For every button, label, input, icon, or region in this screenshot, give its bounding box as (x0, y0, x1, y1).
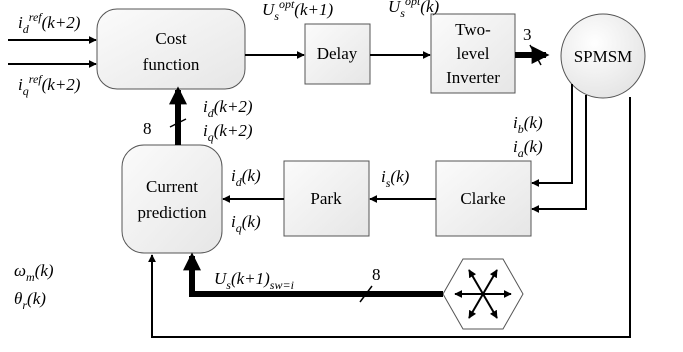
cost-function-label-line2: function (143, 55, 200, 74)
label-bus-width-8-vectors: 8 (372, 265, 381, 284)
label-us-sw: Us(k+1)sw=i (214, 269, 294, 292)
label-is-k: is(k) (381, 167, 410, 190)
delay-label: Delay (317, 44, 358, 63)
label-us-opt-k: Usopt(k) (388, 0, 440, 20)
label-iq-k2: iq(k+2) (203, 121, 253, 144)
label-theta-k: θr(k) (14, 289, 46, 312)
label-ia-k: ia(k) (513, 137, 543, 160)
inverter-label-line3: Inverter (446, 68, 500, 87)
inverter-label-line2: level (456, 44, 489, 63)
label-iq-ref: iqref(k+2) (18, 72, 81, 98)
label-ib-k: ib(k) (513, 113, 543, 136)
bus-width-tick-inverter (529, 44, 542, 66)
motor-block: SPMSM (560, 13, 646, 99)
cost-function-block: Cost function (96, 8, 246, 90)
current-prediction-label-line2: prediction (138, 203, 207, 222)
label-id-k2: id(k+2) (203, 97, 253, 120)
clarke-label: Clarke (460, 189, 505, 208)
park-label: Park (310, 189, 342, 208)
park-block: Park (283, 160, 370, 237)
current-prediction-label-line1: Current (146, 177, 198, 196)
inverter-block: Two- level Inverter (430, 13, 516, 94)
bus-vectors-to-prediction (183, 252, 443, 297)
arrow-motor-ia-to-clarke (531, 95, 587, 213)
delay-block: Delay (304, 23, 371, 85)
arrow-motor-ib-to-clarke (531, 84, 573, 187)
label-iq-k: iq(k) (231, 212, 261, 235)
label-id-k: id(k) (231, 166, 261, 189)
connections (8, 36, 631, 338)
clarke-block: Clarke (435, 160, 532, 237)
label-id-ref: idref(k+2) (18, 10, 81, 36)
label-bus-width-3: 3 (523, 25, 532, 44)
cost-function-label-line1: Cost (155, 29, 186, 48)
arrow-motor-speed-to-prediction (148, 97, 631, 338)
motor-label: SPMSM (574, 47, 633, 66)
signal-labels: idref(k+2) iqref(k+2) Usopt(k+1) Usopt(k… (14, 0, 543, 312)
label-us-opt-k1: Usopt(k+1) (262, 0, 333, 23)
label-bus-width-8-prediction: 8 (143, 119, 152, 138)
current-prediction-block: Current prediction (121, 144, 223, 254)
bus-width-tick-vectors (359, 285, 373, 303)
label-wm-k: ωm(k) (14, 261, 54, 284)
inverter-label-line1: Two- (455, 20, 491, 39)
bus-width-tick-prediction (169, 118, 187, 128)
voltage-vectors-hexagon (442, 258, 524, 330)
